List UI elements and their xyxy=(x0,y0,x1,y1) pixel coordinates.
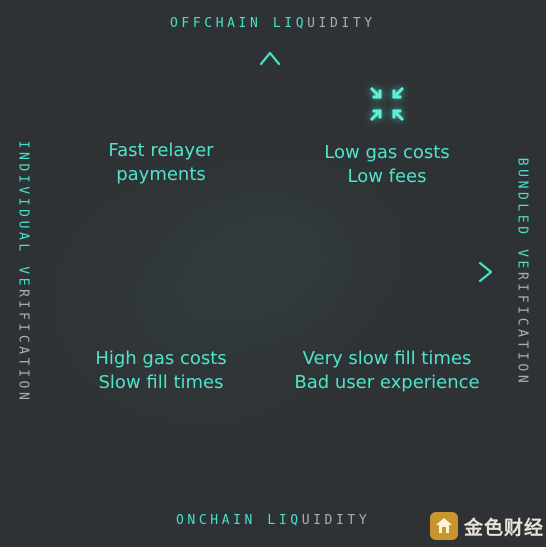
quadrant-top-right-line1: Low gas costs xyxy=(324,142,450,163)
quadrant-bottom-left: High gas costs Slow fill times xyxy=(95,347,226,395)
quadrant-top-left-line2: payments xyxy=(116,164,206,185)
quadrant-top-right-line2: Low fees xyxy=(347,166,427,187)
axis-label-top-rest: UIDITY xyxy=(307,16,376,31)
axis-label-right-rest: RIFICATION xyxy=(514,272,530,387)
quadrant-top-left-line1: Fast relayer xyxy=(108,140,214,161)
axis-label-bottom-highlight: ONCHAIN LIQ xyxy=(176,513,302,528)
axis-label-bundled-verification: BUNDLED VERIFICATION xyxy=(514,157,530,387)
quadrant-top-right: Low gas costs Low fees xyxy=(324,141,449,189)
axis-label-individual-verification: INDIVIDUAL VERIFICATION xyxy=(15,140,31,404)
quadrant-bottom-left-line1: High gas costs xyxy=(95,348,227,369)
axis-label-top-highlight: OFFCHAIN LIQ xyxy=(170,16,308,31)
quadrant-bottom-right-line1: Very slow fill times xyxy=(302,348,472,369)
axis-label-left-rest: RIFICATION xyxy=(15,289,31,404)
quadrant-top-left: Fast relayer payments xyxy=(108,139,213,187)
axis-label-bottom-rest: UIDITY xyxy=(301,513,371,528)
axis-label-offchain-liquidity: OFFCHAIN LIQUIDITY xyxy=(170,17,376,30)
watermark: 金色财经 xyxy=(430,511,544,541)
axis-label-right-highlight: BUNDLED VE xyxy=(514,157,530,272)
quadrant-bottom-right-line2: Bad user experience xyxy=(294,372,480,393)
axis-label-onchain-liquidity: ONCHAIN LIQUIDITY xyxy=(176,514,370,527)
right-arrowhead-icon xyxy=(478,261,493,283)
quadrant-bottom-left-line2: Slow fill times xyxy=(98,372,224,393)
cross-arrows-icon xyxy=(370,87,404,121)
watermark-text: 金色财经 xyxy=(464,516,545,539)
quadrant-bottom-right: Very slow fill times Bad user experience xyxy=(294,347,479,395)
up-arrowhead-icon xyxy=(259,51,281,66)
jinse-logo-icon xyxy=(430,512,458,540)
axis-label-left-highlight: INDIVIDUAL VE xyxy=(15,140,31,290)
